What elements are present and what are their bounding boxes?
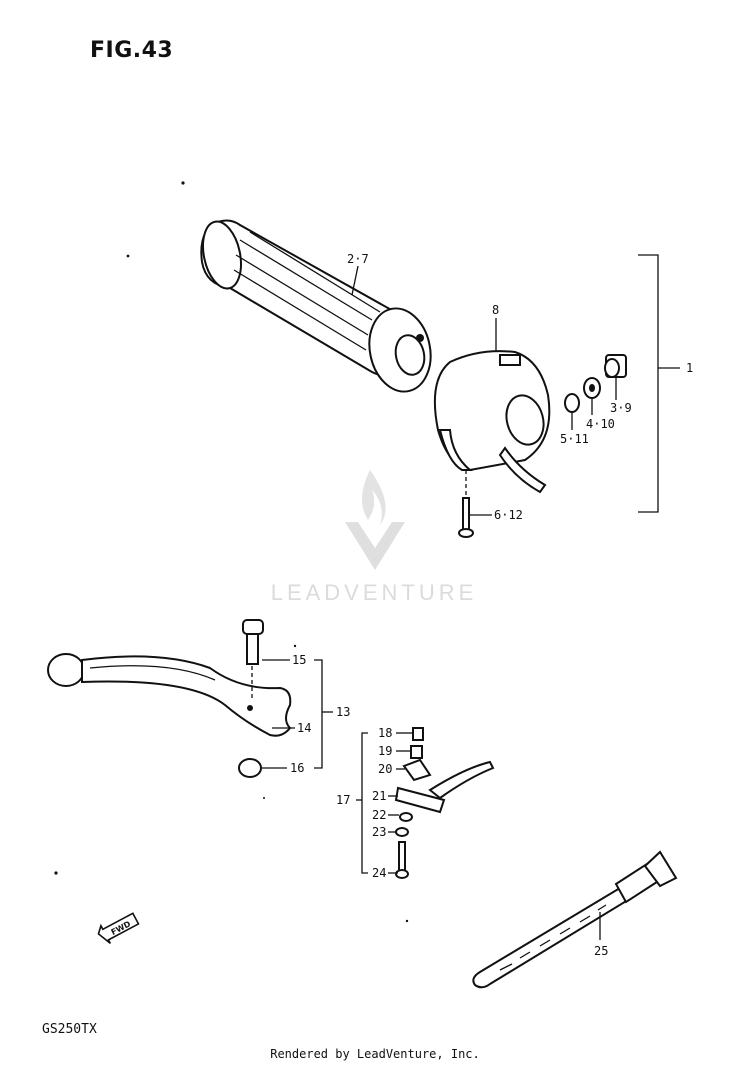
callout-p18: 18 — [378, 726, 392, 740]
washer-part — [583, 377, 601, 399]
switch-housing — [433, 350, 551, 494]
callout-switch-assy: 17 — [336, 793, 350, 807]
watermark-text: LEADVENTURE — [271, 580, 478, 605]
watermark-logo: LEADVENTURE — [271, 470, 478, 605]
callout-p23: 23 — [372, 825, 386, 839]
callout-p20: 20 — [378, 762, 392, 776]
figure-title: FIG.43 — [90, 38, 174, 63]
cable-strap — [472, 850, 678, 989]
lever-bolt — [242, 619, 264, 700]
brake-lever — [47, 653, 292, 737]
switch-parts — [394, 727, 495, 879]
callout-lever-assy: 13 — [336, 705, 350, 719]
callout-nut: 3·9 — [610, 401, 632, 415]
model-code: GS250TX — [42, 1022, 97, 1037]
callout-lock-washer: 5·11 — [560, 432, 589, 446]
callout-grip: 2·7 — [347, 252, 369, 266]
callout-bolt: 15 — [292, 653, 306, 667]
callout-assembly: 1 — [686, 361, 693, 375]
nut-part — [604, 354, 627, 378]
callout-p19: 19 — [378, 744, 392, 758]
callout-housing: 8 — [492, 303, 499, 317]
throttle-grip — [200, 219, 432, 393]
forward-arrow-icon: FWD — [97, 912, 140, 945]
lever-nut — [238, 758, 262, 778]
callout-strap: 25 — [594, 944, 608, 958]
callout-p21: 21 — [372, 789, 386, 803]
footer-credit: Rendered by LeadVenture, Inc. — [270, 1047, 480, 1061]
callout-lever-nut: 16 — [290, 761, 304, 775]
callout-lever: 14 — [297, 721, 311, 735]
screw-part — [458, 497, 474, 538]
callout-p24: 24 — [372, 866, 386, 880]
callout-washer: 4·10 — [586, 417, 615, 431]
lock-washer-part — [564, 393, 580, 413]
callout-screw: 6·12 — [494, 508, 523, 522]
callout-p22: 22 — [372, 808, 386, 822]
